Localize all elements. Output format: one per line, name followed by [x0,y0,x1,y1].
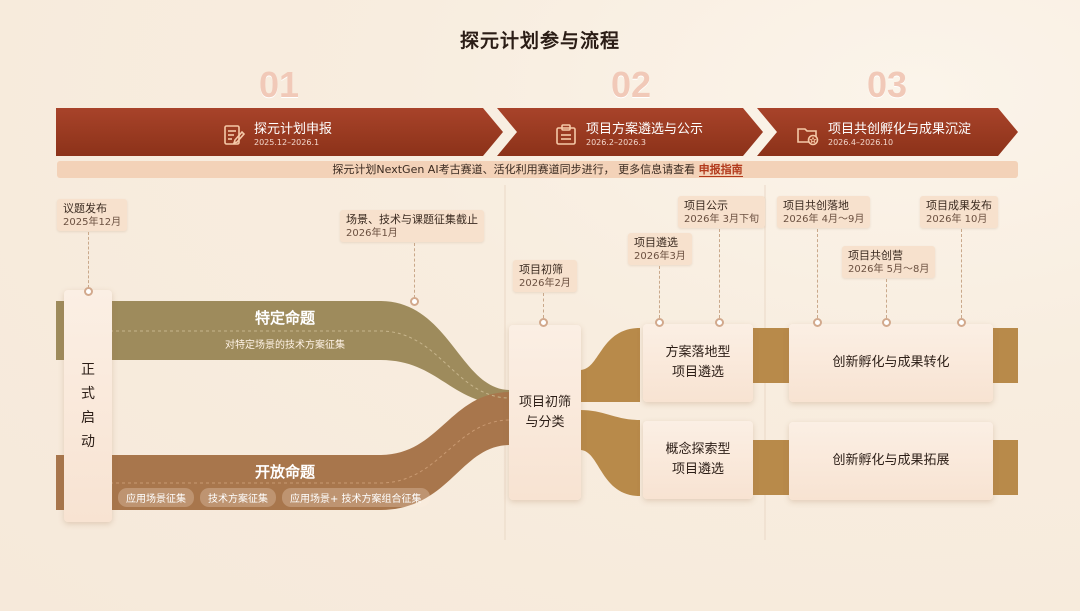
launch-char: 启 [81,410,95,426]
phase-heading-3: 项目共创孵化与成果沉淀 2026.4–2026.10 [796,118,971,152]
notice-bar: 探元计划NextGen AI考古赛道、活化利用赛道同步进行， 更多信息请查看 申… [57,161,1018,178]
specific-stream [56,301,510,405]
open-topic-chips: 应用场景征集 技术方案征集 应用场景+ 技术方案组合征集 [118,488,430,507]
milestone-dot [84,287,93,296]
milestone-dot [410,297,419,306]
phase-date: 2025.12–2026.1 [254,138,320,147]
open-stream [56,392,510,510]
milestone-selection: 项目遴选 2026年3月 [628,233,692,265]
phase-date: 2026.4–2026.10 [828,138,894,147]
phase-number-1: 01 [258,64,300,105]
milestone-co-operation: 项目共创营 2026年 5月～8月 [842,246,936,278]
milestone-dot [539,318,548,327]
chip-scene: 应用场景征集 [118,488,194,507]
exploration-line2: 项目遴选 [671,462,724,477]
phase-heading-2: 项目方案遴选与公示 2026.2–2026.3 [554,118,703,152]
official-launch-box: 正 式 启 动 [64,290,112,522]
milestone-dot [813,318,822,327]
clipboard-icon [554,123,578,147]
phase-title: 项目方案遴选与公示 [586,122,704,137]
phase-title: 探元计划申报 [254,122,333,137]
specific-topic-subtitle: 对特定场景的技术方案征集 [225,340,345,351]
milestone-dot [655,318,664,327]
phase-heading-1: 探元计划申报 2025.12–2026.1 [222,118,332,152]
milestone-dot [715,318,724,327]
launch-char: 式 [81,386,95,402]
guide-link[interactable]: 申报指南 [698,163,743,177]
landing-line1: 方案落地型 [665,345,731,360]
phase-number-3: 03 [866,64,908,105]
result-transformation-box: 创新孵化与成果转化 [789,324,993,402]
chip-combined: 应用场景+ 技术方案组合征集 [282,488,430,507]
result-transformation: 创新孵化与成果转化 [832,355,950,370]
phase-number-2: 02 [610,64,652,105]
milestone-results-release: 项目成果发布 2026年 10月 [920,196,998,228]
exploration-line1: 概念探索型 [665,442,731,457]
phase-arrow-3 [757,108,1018,156]
page-title: 探元计划参与流程 [459,30,620,52]
specific-topic-title: 特定命题 [254,309,315,327]
milestone-co-landing: 项目共创落地 2026年 4月～9月 [777,196,871,228]
milestone-topic-release: 议题发布 2025年12月 [57,199,128,231]
landing-track-box: 方案落地型 项目遴选 [643,324,753,402]
milestone-dot [957,318,966,327]
launch-char: 正 [81,362,95,378]
screening-line2: 与分类 [525,414,565,430]
phase-arrow-1 [56,108,503,156]
phase-date: 2026.2–2026.3 [586,138,646,147]
edit-document-icon [222,123,246,147]
folder-star-icon [796,123,820,147]
result-expansion: 创新孵化与成果拓展 [832,453,950,468]
milestone-announcement: 项目公示 2026年 3月下旬 [678,196,765,228]
chip-tech: 技术方案征集 [200,488,276,507]
track-branch [580,328,640,402]
phase-title: 项目共创孵化与成果沉淀 [828,122,972,137]
exploration-track-box: 概念探索型 项目遴选 [643,421,753,499]
landing-line2: 项目遴选 [671,365,724,380]
result-expansion-box: 创新孵化与成果拓展 [789,422,993,500]
screening-line1: 项目初筛 [518,394,571,410]
milestone-initial-screening: 项目初筛 2026年2月 [513,260,577,292]
screening-box: 项目初筛 与分类 [509,325,581,500]
open-topic-title: 开放命题 [254,463,315,481]
notice-text: 探元计划NextGen AI考古赛道、活化利用赛道同步进行， 更多信息请查看 [332,163,696,176]
milestone-collection-deadline: 场景、技术与课题征集截止 2026年1月 [340,210,484,242]
milestone-dot [882,318,891,327]
launch-char: 动 [81,434,95,450]
